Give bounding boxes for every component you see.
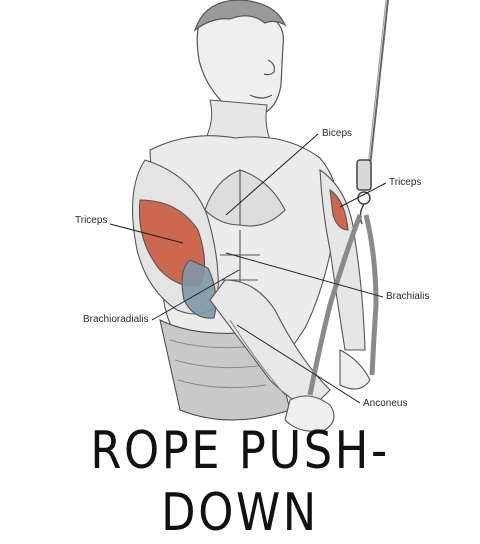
rope-sketch	[307, 214, 379, 396]
triceps-right-leader	[339, 182, 387, 208]
leader-lines	[109, 133, 387, 404]
triceps-right-muscle	[329, 188, 349, 231]
label-anconeus: Anconeus	[363, 398, 408, 409]
biceps-leader	[225, 133, 319, 216]
triceps-left-leader	[109, 223, 184, 244]
left-forearm-sketch	[209, 279, 335, 432]
brachioradialis-leader	[151, 269, 240, 321]
anconeus-muscle	[181, 259, 217, 319]
brachialis-leader	[225, 252, 384, 298]
anatomy-illustration	[109, 0, 389, 432]
anconeus-leader	[236, 324, 361, 404]
label-biceps: Biceps	[322, 128, 353, 139]
label-triceps-left: Triceps	[75, 215, 108, 226]
label-brachioradialis: Brachioradialis	[83, 314, 149, 325]
left-arm-sketch	[131, 159, 219, 319]
cable-line	[367, 0, 389, 186]
head-sketch	[193, 0, 287, 116]
label-triceps-right: Triceps	[389, 177, 422, 188]
cable-clip-icon	[356, 159, 372, 225]
page-title: ROPE PUSH-DOWN	[90, 421, 390, 543]
label-brachialis: Brachialis	[386, 291, 430, 302]
right-arm-sketch	[319, 168, 371, 390]
